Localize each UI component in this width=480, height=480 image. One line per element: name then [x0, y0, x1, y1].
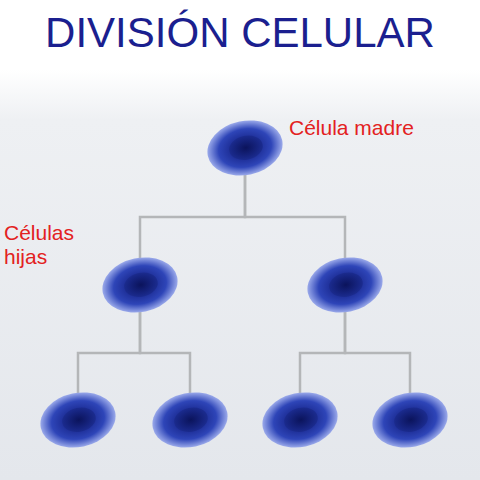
cell-label: Célula madre	[289, 116, 439, 140]
tree-connector	[345, 311, 410, 394]
diagram-title: DIVISIÓN CELULAR	[0, 8, 480, 58]
tree-connector	[245, 174, 345, 259]
cell-shape	[36, 388, 120, 452]
cell	[36, 388, 120, 452]
cell-shape	[303, 253, 387, 317]
tree-connector	[140, 174, 245, 259]
cell: Célula madre	[203, 116, 287, 180]
cell-shape	[258, 388, 342, 452]
tree-connector	[78, 311, 140, 394]
cell-shape	[148, 388, 232, 452]
cell-shape	[368, 388, 452, 452]
cell	[368, 388, 452, 452]
cell	[148, 388, 232, 452]
cell: Células hijas	[98, 253, 182, 317]
cell	[303, 253, 387, 317]
tree-connector	[300, 311, 345, 394]
cell-shape	[98, 253, 182, 317]
cell-label: Células hijas	[4, 221, 92, 269]
tree-connector	[140, 311, 190, 394]
cell	[258, 388, 342, 452]
cell-shape	[203, 116, 287, 180]
